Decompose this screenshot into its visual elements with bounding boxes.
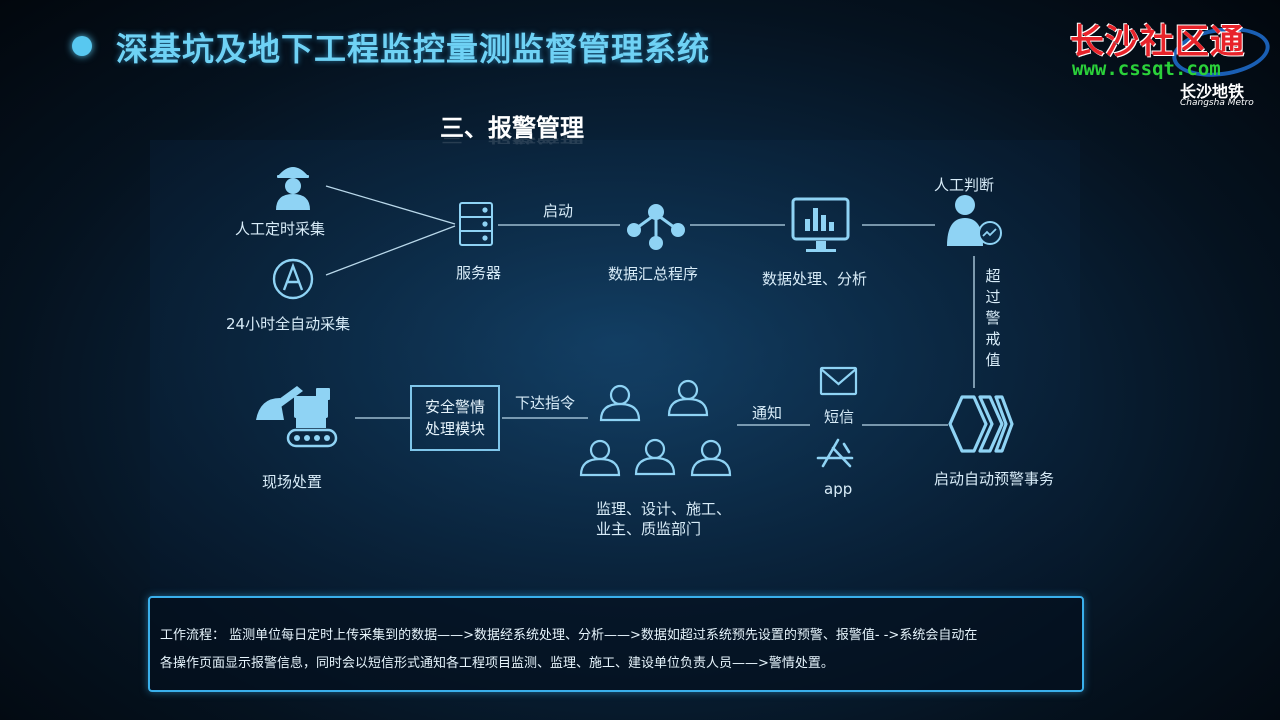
app-store-icon (816, 438, 854, 468)
analyst-icon (947, 195, 1002, 246)
workflow-line2: 各操作页面显示报警信息，同时会以短信形式通知各工程项目监测、监理、施工、建设单位… (160, 656, 834, 671)
logo-main-text: 长沙社区通 (1070, 22, 1245, 62)
logo: 长沙社区通 www.cssqt.com 长沙地铁 Changsha Metro (1062, 8, 1273, 108)
start-edge-label: 启动 (543, 202, 574, 220)
safety-module-box: 安全警情 处理模块 (410, 385, 500, 451)
safety-box-line2: 处理模块 (424, 420, 485, 438)
auto-a-icon (272, 258, 314, 300)
diagram-panel (150, 140, 1080, 590)
server-label: 服务器 (456, 264, 502, 282)
title-bullet (72, 36, 92, 56)
server-icon (459, 202, 493, 246)
logo-metro-cn: 长沙地铁 (1180, 82, 1245, 101)
person-icon (599, 384, 641, 422)
manual-judge-label: 人工判断 (934, 176, 995, 194)
exceed-warning-label: 超过警戒值 (985, 267, 1001, 369)
person-icon (690, 439, 732, 477)
safety-box-line1: 安全警情 (424, 398, 485, 416)
excavator-icon (256, 386, 338, 448)
worker-icon (276, 167, 310, 210)
section-title: 三、报警管理 (440, 114, 584, 142)
person-icon (579, 439, 621, 477)
personnel-label-line1: 监理、设计、施工、 (596, 500, 732, 518)
manual-collect-label: 人工定时采集 (235, 220, 326, 238)
auto-collect-label: 24小时全自动采集 (226, 315, 351, 333)
auto-alert-label: 启动自动预警事务 (934, 470, 1055, 488)
command-edge-label: 下达指令 (515, 394, 576, 412)
onsite-label: 现场处置 (262, 473, 323, 491)
personnel-label-line2: 业主、质监部门 (596, 520, 702, 538)
app-label: app (824, 480, 853, 498)
person-icon (634, 438, 676, 476)
mail-icon (819, 366, 858, 396)
edge-auto-server (325, 225, 456, 276)
workflow-description: 工作流程： 监测单位每日定时上传采集到的数据——>数据经系统处理、分析——>数据… (148, 596, 1084, 692)
edge-manual-server (325, 185, 456, 225)
page-title: 深基坑及地下工程监控量测监督管理系统 (116, 30, 711, 68)
person-icon (667, 379, 709, 417)
sms-label: 短信 (824, 408, 855, 426)
logo-url: www.cssqt.com (1072, 58, 1221, 80)
aggregator-label: 数据汇总程序 (608, 265, 699, 283)
chevrons-icon (948, 395, 1014, 453)
person-icon-group (579, 379, 732, 477)
monitor-chart-icon (791, 197, 850, 252)
notify-edge-label: 通知 (752, 404, 783, 422)
hub-icon (627, 204, 685, 250)
logo-metro-en: Changsha Metro (1180, 98, 1254, 108)
processing-label: 数据处理、分析 (762, 270, 868, 288)
workflow-line1: 工作流程： 监测单位每日定时上传采集到的数据——>数据经系统处理、分析——>数据… (160, 628, 978, 643)
